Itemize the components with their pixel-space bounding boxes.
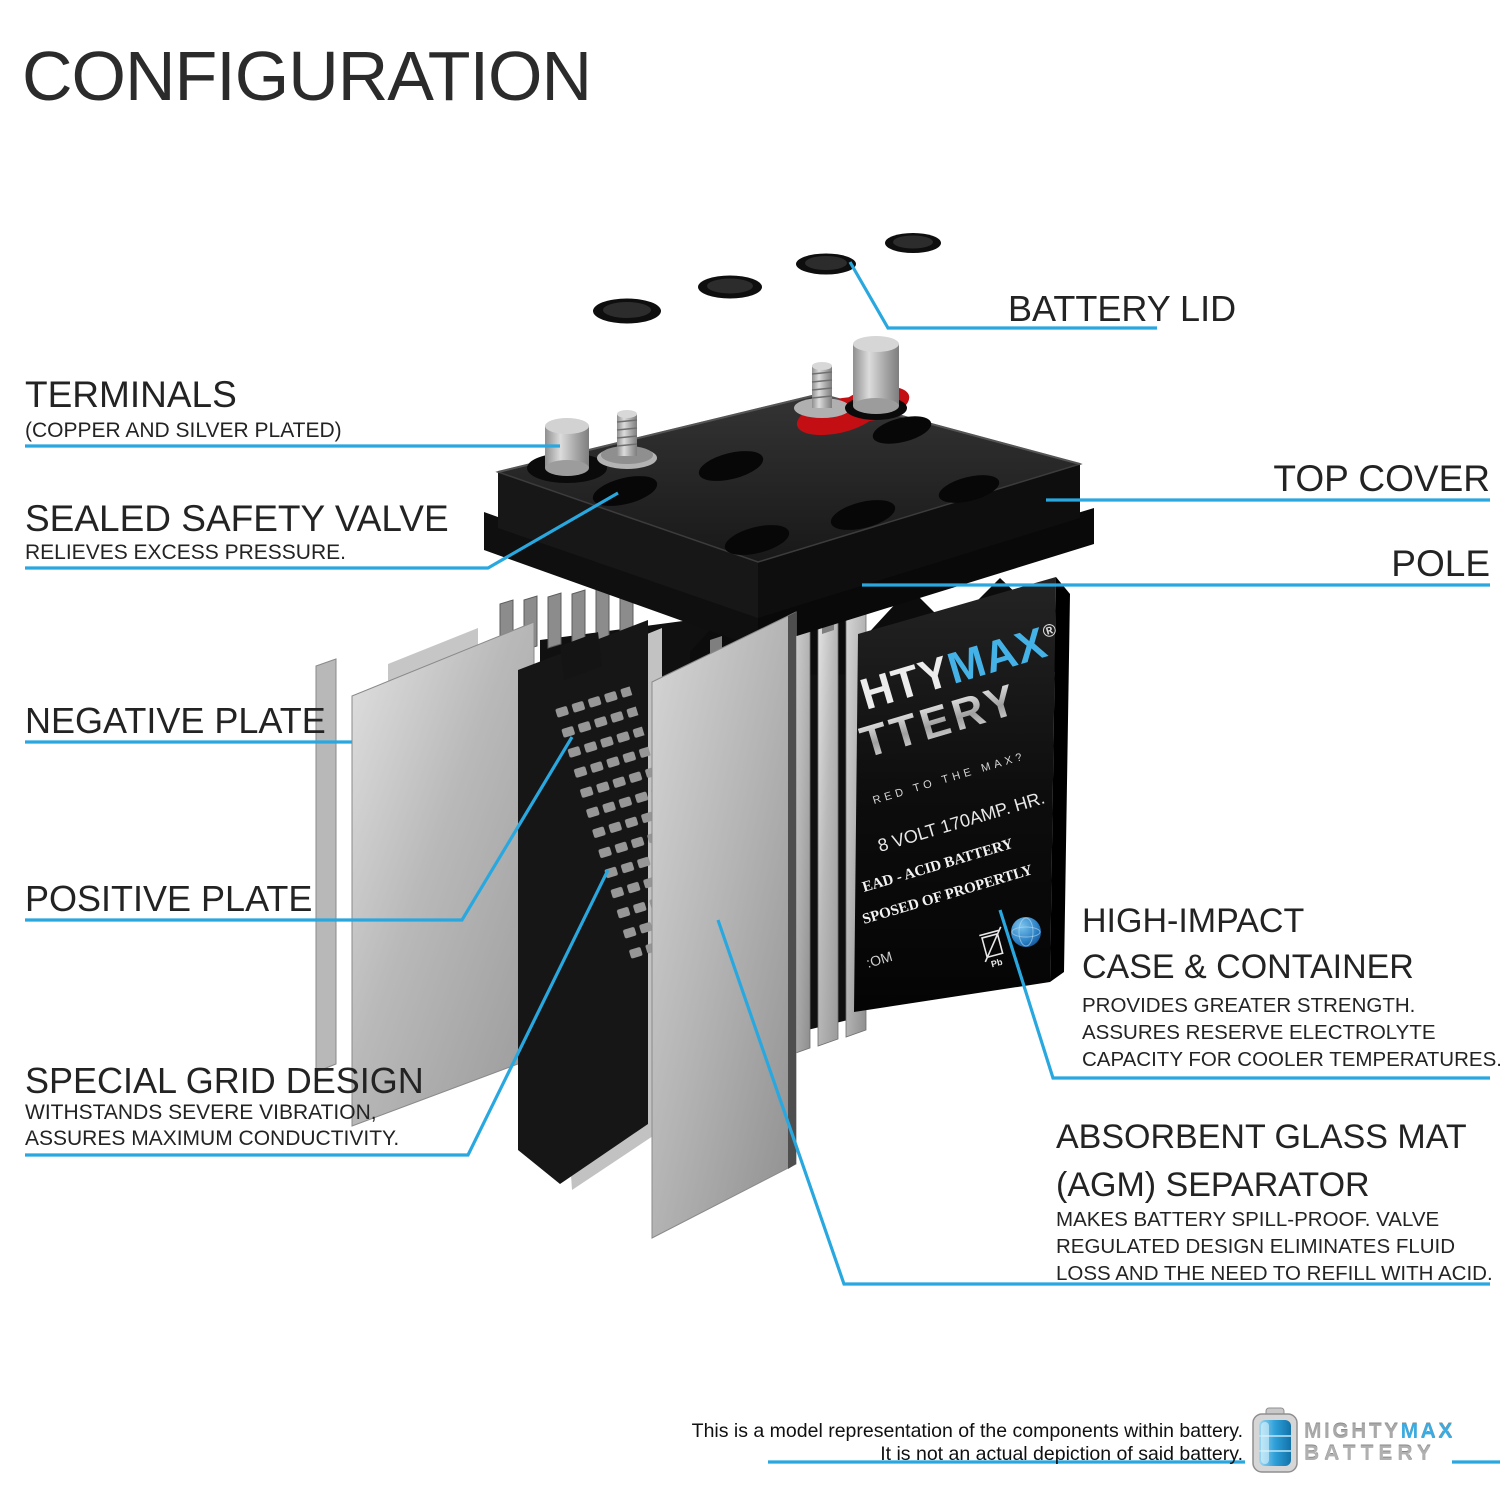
lid-cap [698,275,762,299]
callout-terminals-sub: (COPPER AND SILVER PLATED) [25,419,342,442]
callout-battery-lid: BATTERY LID [1008,288,1237,329]
logo-battery-icon [1252,1407,1298,1473]
special-grid-line [25,869,610,1157]
disclaimer-line2: It is not an actual depiction of said ba… [880,1443,1243,1465]
battery-lid-line [848,261,1157,330]
cover-holes [592,416,1000,555]
brand-reg: ® [1040,619,1059,642]
lid-cap [593,298,661,324]
grid-plate-tab [560,632,602,680]
callout-special-grid-sub1: WITHSTANDS SEVERE VIBRATION, [25,1101,377,1124]
callout-positive-plate: POSITIVE PLATE [25,878,313,919]
disclaimer-line1: This is a model representation of the co… [691,1420,1243,1442]
callout-agm-2: (AGM) SEPARATOR [1056,1166,1370,1204]
lid-cap [796,253,856,275]
callout-negative-plate: NEGATIVE PLATE [25,700,326,741]
footer-logo-brand: MIGHTYMAX [1304,1420,1455,1444]
callout-pole: POLE [1391,543,1490,584]
callout-high-impact-subs: PROVIDES GREATER STRENGTH. ASSURES RESER… [1082,992,1500,1073]
callout-sealed-safety-valve-sub: RELIEVES EXCESS PRESSURE. [25,541,346,564]
high-impact-sub1: PROVIDES GREATER STRENGTH. [1082,994,1416,1017]
agm-line [716,919,1490,1286]
pb-label: Pb [990,957,1004,970]
callout-special-grid: SPECIAL GRID DESIGN [25,1060,424,1101]
exploded-plates [315,611,797,1239]
agm-separator-plate [651,611,797,1239]
callout-agm-1: ABSORBENT GLASS MAT [1056,1118,1467,1156]
sealed-valve-line [25,491,619,570]
callout-high-impact-2: CASE & CONTAINER [1082,948,1414,986]
battery-lid-caps [593,233,941,324]
footer-logo-battery: BATTERY [1304,1442,1436,1465]
negative-plate-large [351,621,535,1127]
lid-cap [885,233,941,253]
positive-plate-line [25,736,574,922]
agm-sub2: REGULATED DESIGN ELIMINATES FLUID [1056,1235,1456,1258]
callout-agm-subs: MAKES BATTERY SPILL-PROOF. VALVE REGULAT… [1056,1206,1493,1287]
high-impact-line [998,909,1490,1080]
agm-sub1: MAKES BATTERY SPILL-PROOF. VALVE [1056,1208,1440,1231]
negative-plate-thin [315,658,337,1073]
callout-terminals: TERMINALS [25,374,237,415]
logo-mighty: MIGHTY [1304,1420,1401,1443]
logo-max: MAX [1400,1420,1455,1443]
callout-special-grid-sub2: ASSURES MAXIMUM CONDUCTIVITY. [25,1127,400,1150]
battery-url-partial: :OM [864,948,894,971]
globe-icon [1011,917,1041,947]
high-impact-sub3: CAPACITY FOR COOLER TEMPERATURES. [1082,1048,1500,1071]
agm-sub3: LOSS AND THE NEED TO REFILL WITH ACID. [1056,1262,1493,1285]
high-impact-sub2: ASSURES RESERVE ELECTROLYTE [1082,1021,1436,1044]
page-title: CONFIGURATION [22,37,592,115]
footer-disclaimer: This is a model representation of the co… [692,1420,1243,1466]
case-label-face [854,577,1056,1012]
callout-high-impact-1: HIGH-IMPACT [1082,902,1305,940]
top-cover-part [484,336,1094,648]
callout-top-cover: TOP COVER [1273,458,1490,499]
callout-lines [25,261,1500,1464]
pb-recycle-icon: Pb [979,926,1004,970]
callout-sealed-safety-valve: SEALED SAFETY VALVE [25,498,449,539]
terminal-posts [527,336,907,483]
